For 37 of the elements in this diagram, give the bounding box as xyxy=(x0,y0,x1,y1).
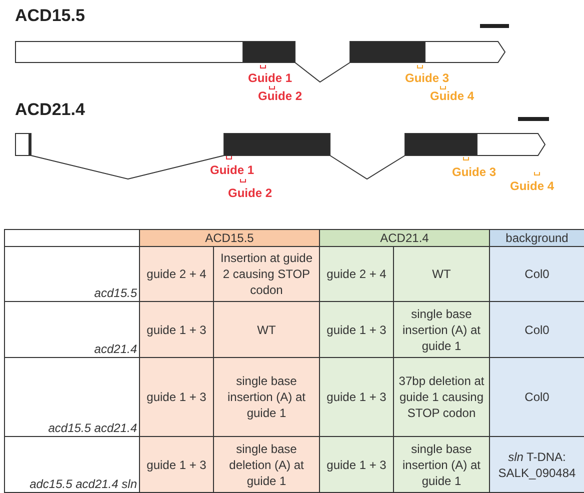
guide-label: Guide 4 xyxy=(510,179,554,193)
header-cell: ACD21.4 xyxy=(320,230,490,247)
table-cell: guide 1 + 3 xyxy=(140,358,214,437)
guide-label: Guide 2 xyxy=(228,186,272,200)
row-label: acd21.4 xyxy=(5,302,140,358)
guide-label: Guide 1 xyxy=(248,71,292,85)
guide-label: Guide 3 xyxy=(405,71,450,85)
row-label: adc15.5 acd21.4 sln xyxy=(5,437,140,493)
guide-label: Guide 4 xyxy=(430,89,474,103)
table-cell: single base insertion (A) at guide 1 xyxy=(394,302,490,358)
table-cell: single base deletion (A) at guide 1 xyxy=(214,437,320,493)
table-cell: Col0 xyxy=(490,247,584,302)
table-cell: guide 1 + 3 xyxy=(320,437,394,493)
table-cell: single base insertion (A) at guide 1 xyxy=(214,358,320,437)
header-cell: background xyxy=(490,230,584,247)
table-cell: sln T-DNA: SALK_090484 xyxy=(490,437,584,493)
table-cell: Col0 xyxy=(490,358,584,437)
table-cell: guide 2 + 4 xyxy=(140,247,214,302)
table-cell: guide 1 + 3 xyxy=(140,437,214,493)
table-cell: guide 1 + 3 xyxy=(140,302,214,358)
table-cell: Col0 xyxy=(490,302,584,358)
row-label: acd15.5 acd21.4 xyxy=(5,358,140,437)
header-cell: ACD15.5 xyxy=(140,230,320,247)
table-cell: Insertion at guide 2 causing STOP codon xyxy=(214,247,320,302)
guide-label: Guide 3 xyxy=(452,165,496,179)
table-cell: single base insertion (A) at guide 1 xyxy=(394,437,490,493)
guide-label: Guide 1 xyxy=(210,163,254,177)
table-cell: guide 1 + 3 xyxy=(320,302,394,358)
gene-title: ACD15.5 xyxy=(15,6,85,26)
row-label: acd15.5 xyxy=(5,247,140,302)
table-cell: WT xyxy=(394,247,490,302)
gene-title: ACD21.4 xyxy=(15,100,85,120)
table-cell: guide 1 + 3 xyxy=(320,358,394,437)
table-cell: guide 2 + 4 xyxy=(320,247,394,302)
guide-label: Guide 2 xyxy=(258,89,302,103)
table-cell: WT xyxy=(214,302,320,358)
table-cell: 37bp deletion at guide 1 causing STOP codon xyxy=(394,358,490,437)
